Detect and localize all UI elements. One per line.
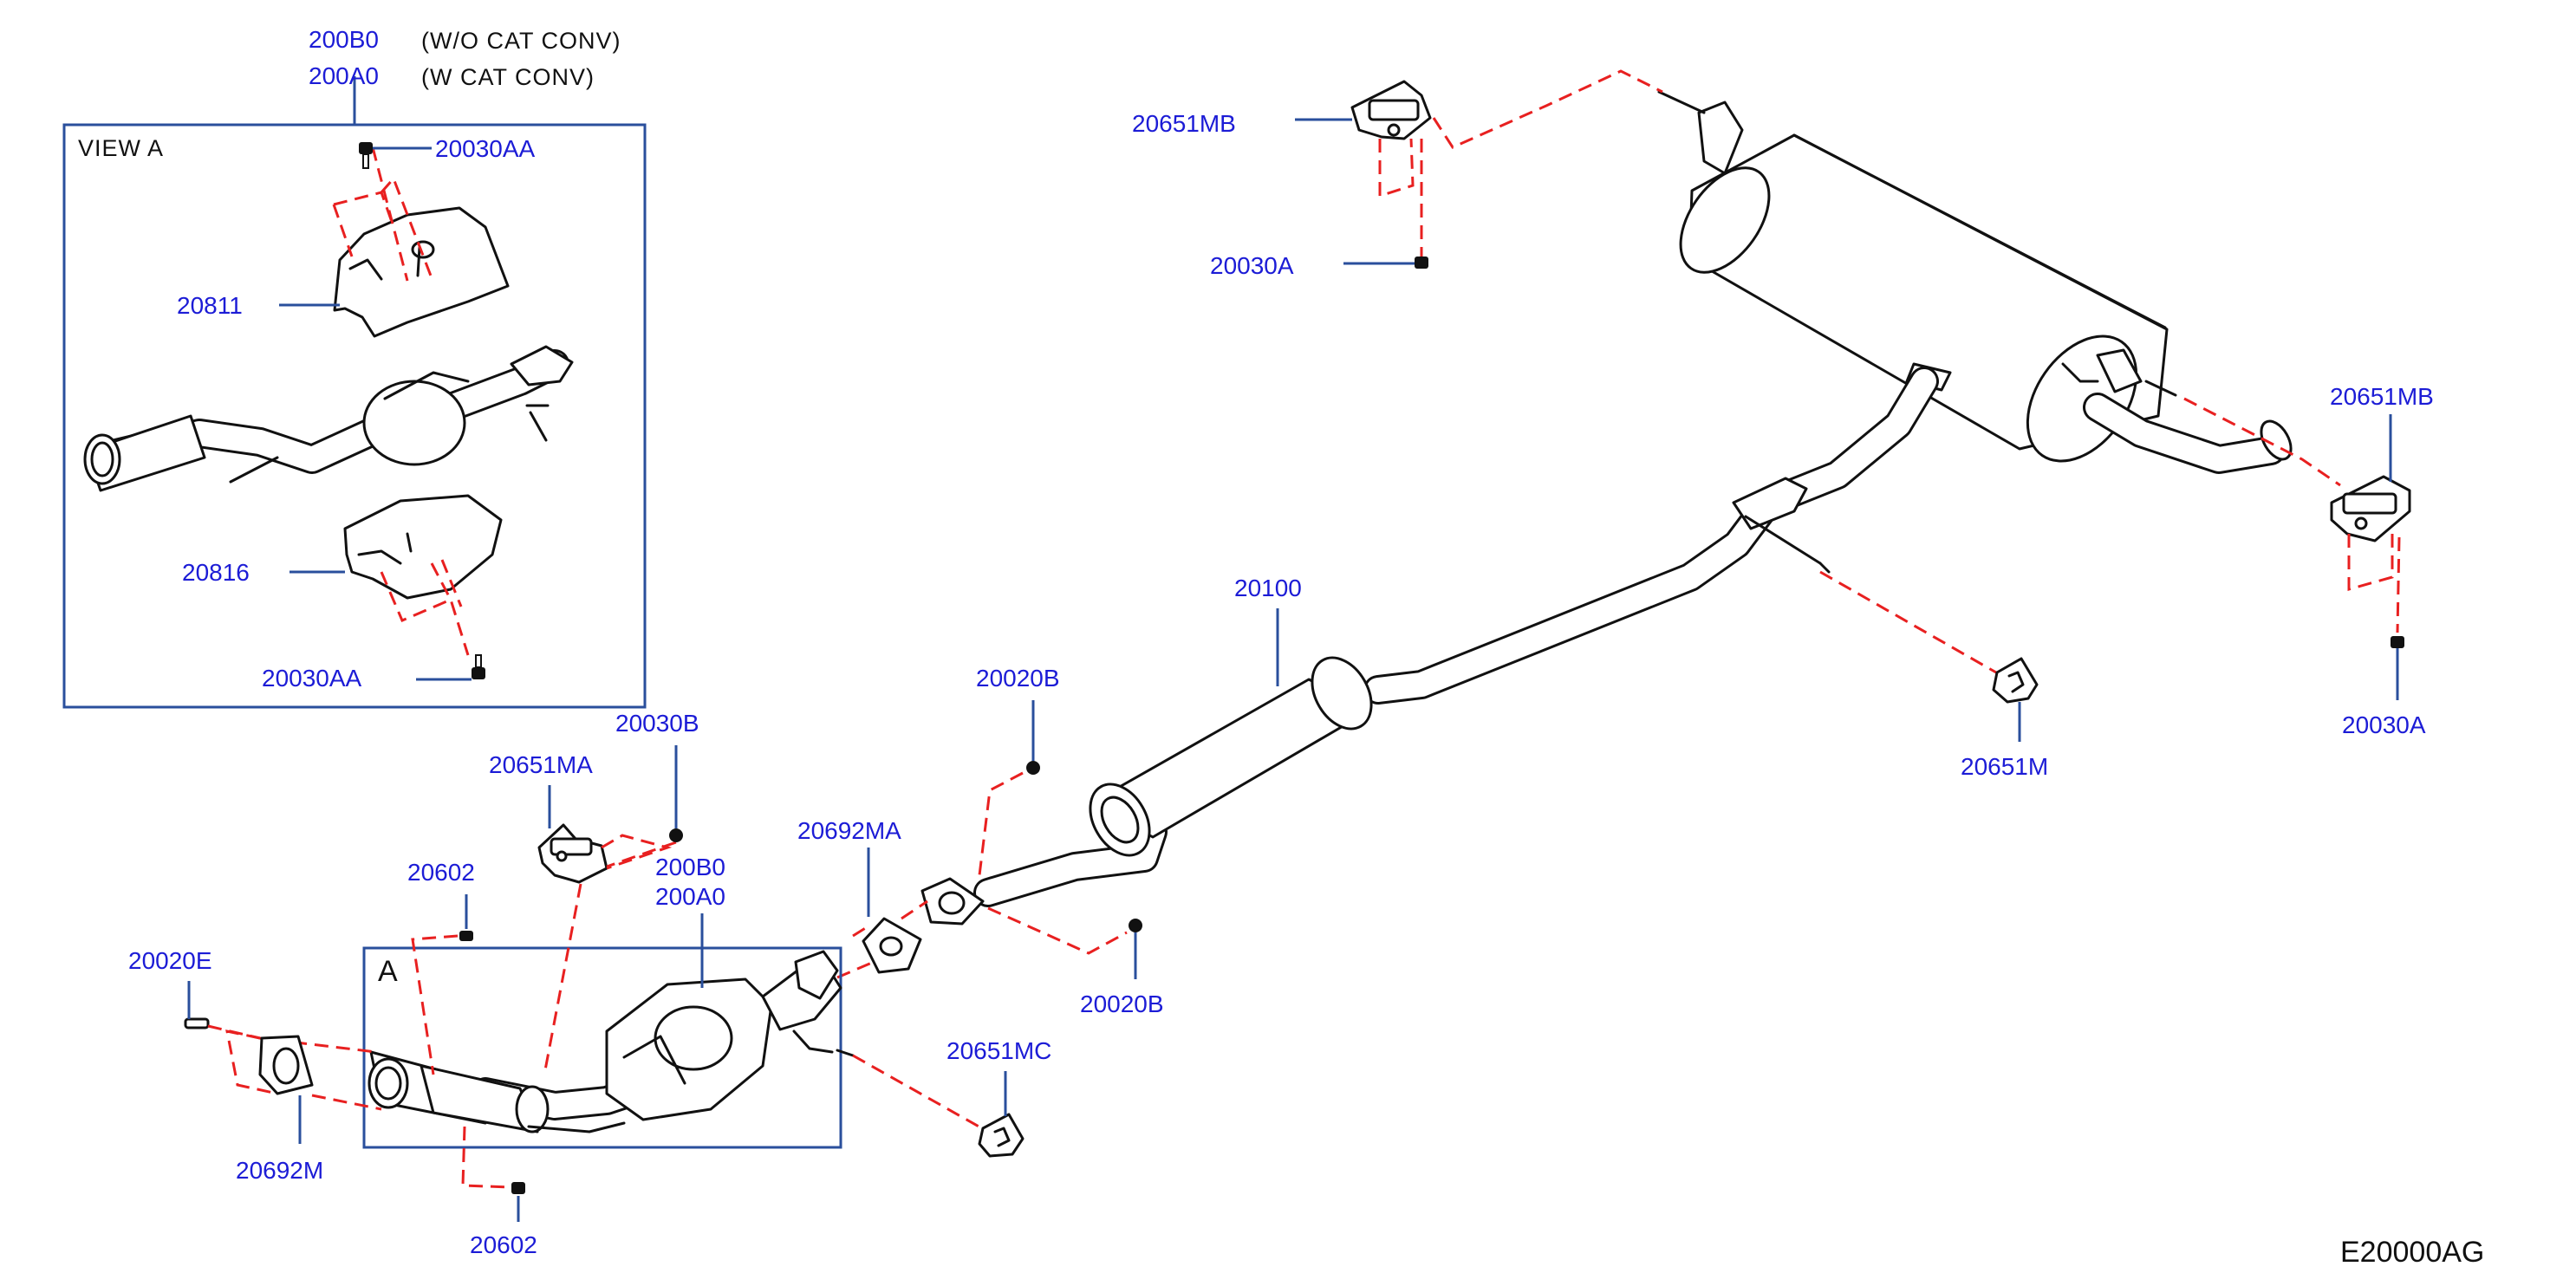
label-20030b: 20030B: [615, 710, 699, 737]
label-20651mb-right: 20651MB: [2330, 383, 2434, 410]
label-20030aa-bottom: 20030AA: [262, 665, 362, 692]
bolt-20030a-left: [1415, 257, 1428, 269]
label-20692m: 20692M: [236, 1157, 323, 1184]
bolt-20602-bottom: [511, 1182, 525, 1194]
nut-20020b-top: [1026, 761, 1040, 775]
hanger-20651mb-right: [2330, 475, 2411, 542]
label-20602-top: 20602: [407, 859, 475, 886]
box-a-title: A: [378, 955, 398, 988]
diagram-code: E20000AG: [2340, 1236, 2484, 1269]
label-20020b-top: 20020B: [976, 665, 1060, 692]
heat-insulator-upper: [333, 206, 510, 338]
label-20602-bottom: 20602: [470, 1231, 537, 1258]
nut-20030b: [669, 828, 683, 842]
label-20651m: 20651M: [1961, 753, 2048, 780]
note-w-cat-conv: (W CAT CONV): [421, 64, 595, 90]
hanger-20651ma: [537, 823, 608, 884]
box-a-frame: [362, 946, 842, 1149]
catalytic-converter-view-a: [83, 345, 574, 492]
label-20030a-right: 20030A: [2342, 711, 2426, 738]
heat-insulator-lower: [343, 494, 503, 600]
note-wo-cat-conv: (W/O CAT CONV): [421, 28, 621, 54]
label-20020e: 20020E: [128, 947, 212, 974]
label-200a0-top: 200A0: [309, 62, 379, 89]
mount-rubber-20651m: [1992, 657, 2039, 704]
label-20020b-bottom: 20020B: [1080, 990, 1164, 1017]
label-200b0-mid: 200B0: [655, 854, 725, 880]
bolt-20030aa-bottom: [472, 654, 485, 679]
hanger-20651mb-left: [1350, 80, 1432, 140]
label-200a0-mid: 200A0: [655, 883, 725, 910]
center-exhaust-pipe: [973, 367, 1939, 907]
bolt-20602-top: [459, 931, 473, 941]
label-20692ma: 20692MA: [797, 817, 901, 844]
label-20030a-left: 20030A: [1210, 252, 1294, 279]
label-20651ma: 20651MA: [489, 751, 593, 778]
label-20651mb-left: 20651MB: [1132, 110, 1236, 137]
label-20100: 20100: [1234, 575, 1302, 601]
bolt-20030a-right: [2391, 636, 2404, 648]
nut-20020b-bottom: [1129, 919, 1142, 932]
label-20651mc: 20651MC: [946, 1037, 1051, 1064]
flange-center-pipe: [920, 877, 985, 926]
bolt-20030aa-top: [359, 142, 373, 169]
view-a-frame: [62, 123, 647, 709]
bolt-20020e: [184, 1017, 210, 1029]
main-muffler: [1657, 90, 2293, 474]
view-a-detail: VIEW A 20030AA 20811: [62, 76, 647, 709]
mount-rubber-20651mc: [978, 1113, 1025, 1158]
view-a-title: VIEW A: [78, 135, 164, 161]
label-20811: 20811: [177, 292, 243, 319]
box-a-detail: A: [362, 946, 855, 1149]
label-200b0-top: 200B0: [309, 26, 379, 53]
label-20030aa-top: 20030AA: [435, 135, 536, 162]
label-20816: 20816: [182, 559, 250, 586]
gasket-20692ma: [862, 917, 922, 974]
gasket-20692m: [258, 1035, 314, 1095]
